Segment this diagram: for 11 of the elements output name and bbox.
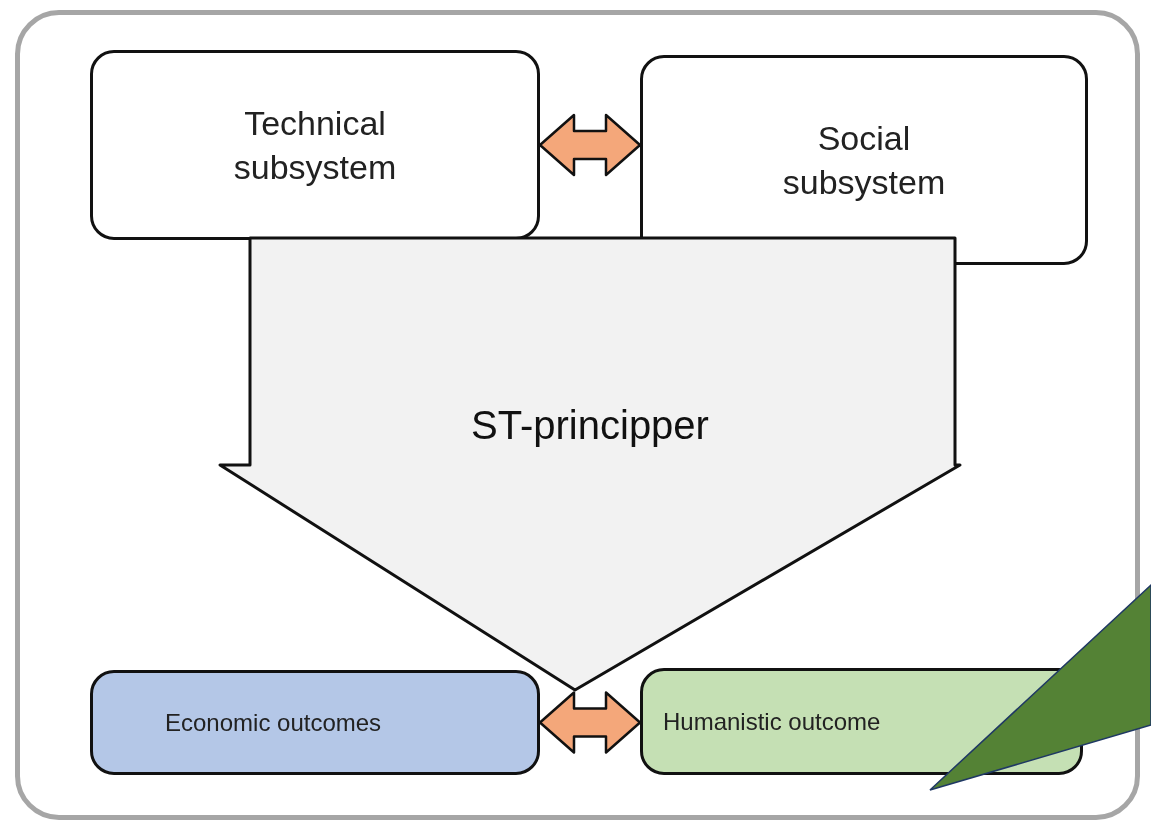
box-label: Economic outcomes [165, 707, 382, 738]
box-label: Technical subsystem [232, 102, 398, 188]
rounded-frame [15, 10, 1140, 820]
box-label: Social subsystem [781, 117, 947, 203]
double-arrow [538, 691, 642, 754]
rounded-box [90, 50, 540, 240]
rounded-box [90, 670, 540, 775]
double-arrow [538, 113, 642, 177]
arrow-label: ST-principper [471, 403, 709, 448]
box-label: Humanistic outcome [663, 706, 881, 737]
rounded-box [640, 55, 1088, 265]
